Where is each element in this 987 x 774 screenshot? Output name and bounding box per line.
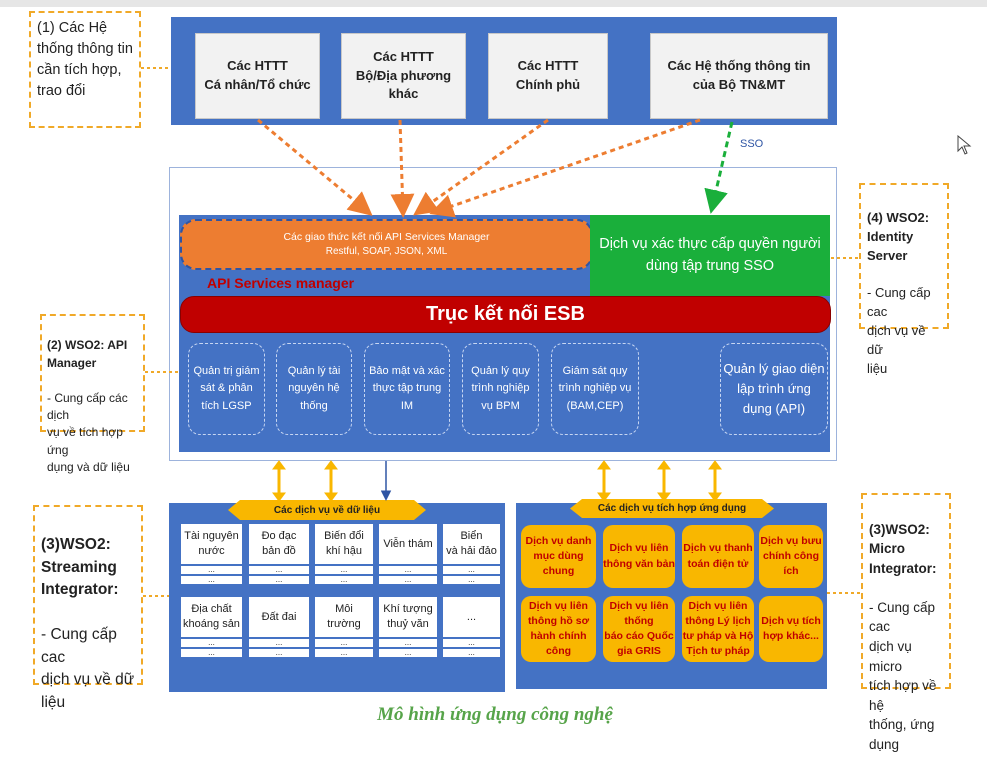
data-service-cell: Địa chất khoáng sản (181, 597, 242, 637)
system-card-government: Các HTTT Chính phủ (488, 33, 608, 119)
note-identity-server-body: - Cung cấp cac dịch vụ về dữ liệu (867, 285, 931, 376)
system-card-monre: Các Hệ thống thông tin của Bộ TN&MT (650, 33, 828, 119)
mouse-cursor-icon (957, 135, 972, 155)
api-services-manager-label: API Services manager (207, 275, 355, 291)
data-service-more-row: ... (249, 576, 309, 584)
note-streaming-title: (3)WSO2: Streaming Integrator: (41, 536, 119, 599)
note-streaming-body: - Cung cấp cac dịch vụ về dữ liệu (41, 626, 135, 711)
data-service-more-row: ... (443, 649, 500, 657)
top-strip (0, 0, 987, 7)
service-gris-reporting: Dịch vụ liên thống báo cáo Quốc gia GRIS (603, 596, 675, 662)
data-service-cell: ... (443, 597, 500, 637)
data-service-more-row: ... (315, 566, 373, 574)
note-micro-body: - Cung cấp cac dịch vụ micro tích hợp về… (869, 599, 937, 752)
module-api: Quản lý giao diện lập trình ứng dụng (AP… (720, 343, 828, 435)
service-shared-catalog: Dịch vụ danh mục dùng chung (521, 525, 596, 588)
module-security-im: Bảo mật và xác thực tập trung IM (364, 343, 450, 435)
data-service-cell: Biến đổi khí hậu (315, 524, 373, 564)
data-service-more-row: ... (315, 576, 373, 584)
api-protocols-title: Các giao thức kết nối API Services Manag… (283, 231, 490, 243)
data-service-cell: Môi trường (315, 597, 373, 637)
data-service-more-row: ... (249, 566, 309, 574)
data-service-more-row: ... (443, 566, 500, 574)
data-service-more-row: ... (249, 639, 309, 647)
module-resources: Quản lý tài nguyên hệ thống (276, 343, 352, 435)
data-service-more-row: ... (379, 576, 437, 584)
data-service-cell: Viễn thám (379, 524, 437, 564)
system-card-ministry-local: Các HTTT Bộ/Địa phương khác (341, 33, 466, 119)
data-service-more-row: ... (181, 566, 242, 574)
data-service-more-row: ... (249, 649, 309, 657)
data-service-cell: Đất đai (249, 597, 309, 637)
service-public-postal: Dịch vụ bưu chính công ích (759, 525, 823, 588)
data-service-more-row: ... (379, 566, 437, 574)
data-service-more-row: ... (443, 639, 500, 647)
note-api-manager-title: (2) WSO2: API Manager (47, 338, 128, 370)
note-information-systems: (1) Các Hệ thống thông tin cần tích hợp,… (29, 11, 141, 128)
api-protocols-list: Restful, SOAP, JSON, XML (325, 246, 448, 257)
service-admin-records: Dịch vụ liên thông hồ sơ hành chính công (521, 596, 596, 662)
data-service-more-row: ... (315, 639, 373, 647)
data-service-more-row: ... (443, 576, 500, 584)
note-identity-server: (4) WSO2: Identity Server - Cung cấp cac… (859, 183, 949, 376)
note-streaming-integrator: (3)WSO2: Streaming Integrator: - Cung cấ… (33, 505, 143, 711)
note-api-manager: (2) WSO2: API Manager - Cung cấp các dịc… (40, 314, 145, 474)
data-services-label: Các dịch vụ về dữ liệu (228, 500, 426, 520)
note-identity-server-title: (4) WSO2: Identity Server (867, 209, 930, 263)
esb-bar: Trục kết nối ESB (180, 296, 831, 333)
data-service-more-row: ... (315, 649, 373, 657)
system-card-personal-org: Các HTTT Cá nhân/Tổ chức (195, 33, 320, 119)
data-service-cell: Khí tượng thuỷ văn (379, 597, 437, 637)
data-service-more-row: ... (379, 649, 437, 657)
api-protocols-pill: Các giao thức kết nối API Services Manag… (180, 219, 593, 270)
module-bpm: Quản lý quy trình nghiệp vụ BPM (462, 343, 539, 435)
note-micro-integrator: (3)WSO2: Micro Integrator: - Cung cấp ca… (861, 493, 951, 752)
double-arrows (272, 460, 722, 502)
service-other-integrations: Dịch vụ tích hợp khác... (759, 596, 823, 662)
module-bam-cep: Giám sát quy trình nghiệp vụ (BAM,CEP) (551, 343, 639, 435)
sso-service-box: Dịch vụ xác thực cấp quyền người dùng tậ… (590, 215, 830, 296)
integration-services-label: Các dịch vụ tích hợp ứng dụng (570, 499, 774, 518)
data-service-cell: Tài nguyên nước (181, 524, 242, 564)
service-judicial-records: Dịch vụ liên thông Lý lịch tư pháp và Hộ… (682, 596, 754, 662)
note-api-manager-body: - Cung cấp các dịch vụ về tích hợp ứng d… (47, 390, 130, 475)
data-service-more-row: ... (181, 649, 242, 657)
service-document-exchange: Dịch vụ liên thông văn bản (603, 525, 675, 588)
module-lgsp: Quản trị giám sát & phân tích LGSP (188, 343, 265, 435)
note-micro-title: (3)WSO2: Micro Integrator: (869, 521, 937, 576)
diagram-caption: Mô hình ứng dụng công nghệ (377, 704, 613, 725)
sso-label: SSO (740, 138, 764, 150)
data-service-more-row: ... (181, 576, 242, 584)
data-service-cell: Đo đạc bản đồ (249, 524, 309, 564)
data-service-more-row: ... (379, 639, 437, 647)
data-service-more-row: ... (181, 639, 242, 647)
service-e-payment: Dịch vụ thanh toán điện tử (682, 525, 754, 588)
data-service-cell: Biển và hải đảo (443, 524, 500, 564)
